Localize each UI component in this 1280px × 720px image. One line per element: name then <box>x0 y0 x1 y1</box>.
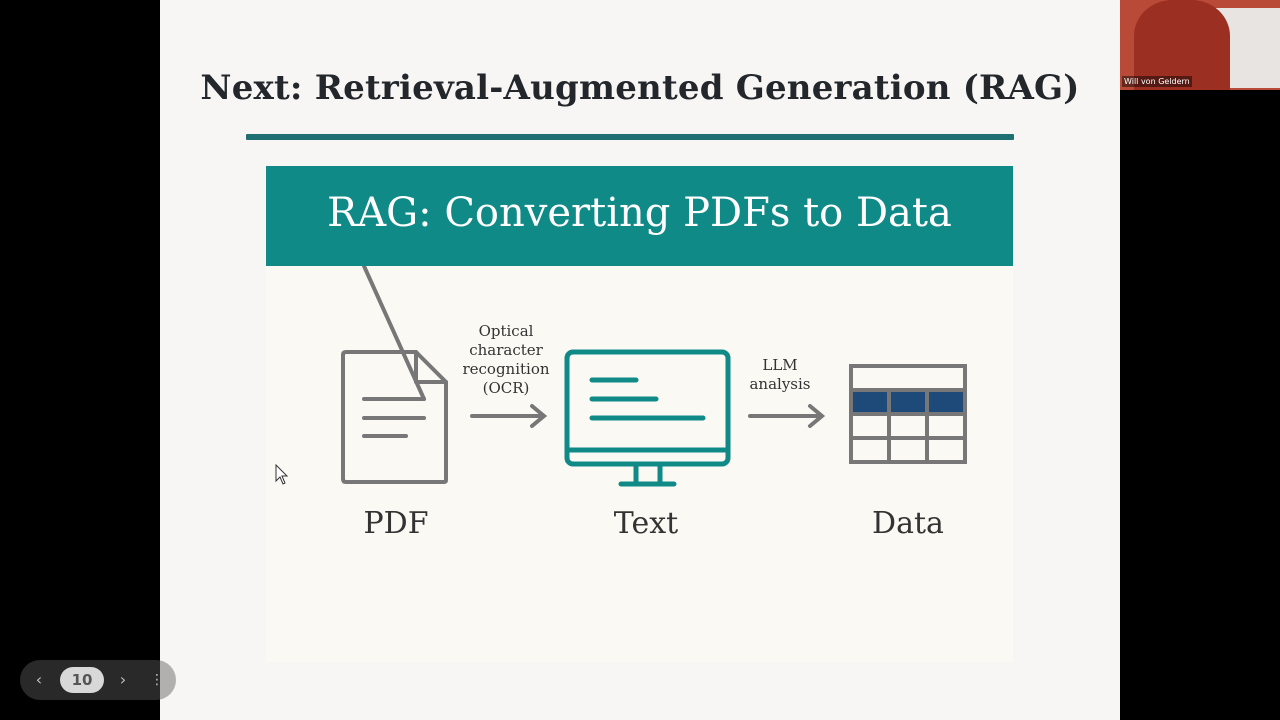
rag-diagram: Optical character recognition (OCR) LLM … <box>266 266 1013 662</box>
document-icon <box>341 266 448 484</box>
webcam-thumbnail[interactable]: Will von Geldern <box>1120 0 1280 90</box>
slide-title: Next: Retrieval-Augmented Generation (RA… <box>200 68 1080 108</box>
panel-heading: RAG: Converting PDFs to Data <box>327 190 952 236</box>
llm-label-line: LLM <box>762 356 798 374</box>
slide-pager: ‹ 10 › ⋮ <box>20 660 176 700</box>
presentation-slide: Next: Retrieval-Augmented Generation (RA… <box>160 0 1120 720</box>
mouse-cursor-icon <box>275 464 289 485</box>
data-label: Data <box>872 506 944 541</box>
llm-label: LLM analysis <box>740 356 820 394</box>
page-number[interactable]: 10 <box>60 667 104 693</box>
more-options-icon[interactable]: ⋮ <box>150 672 164 688</box>
table-icon <box>849 364 967 464</box>
diagram-graphics <box>341 266 967 487</box>
ocr-label-line: (OCR) <box>482 379 530 397</box>
chevron-left-icon[interactable]: ‹ <box>35 670 43 689</box>
ocr-label: Optical character recognition (OCR) <box>456 322 556 398</box>
ocr-label-line: recognition <box>462 360 550 378</box>
title-underline <box>246 134 1014 140</box>
monitor-icon <box>564 349 731 487</box>
arrow-ocr <box>470 404 548 428</box>
ocr-label-line: Optical <box>478 322 534 340</box>
text-label: Text <box>613 506 679 541</box>
rag-panel: RAG: Converting PDFs to Data <box>266 166 1013 662</box>
chevron-right-icon[interactable]: › <box>119 670 127 689</box>
panel-banner: RAG: Converting PDFs to Data <box>266 166 1013 266</box>
arrow-llm <box>748 404 826 428</box>
llm-label-line: analysis <box>749 375 811 393</box>
participant-name: Will von Geldern <box>1122 76 1192 87</box>
ocr-label-line: character <box>469 341 543 359</box>
pdf-label: PDF <box>363 506 429 541</box>
participant-video <box>1134 0 1230 90</box>
